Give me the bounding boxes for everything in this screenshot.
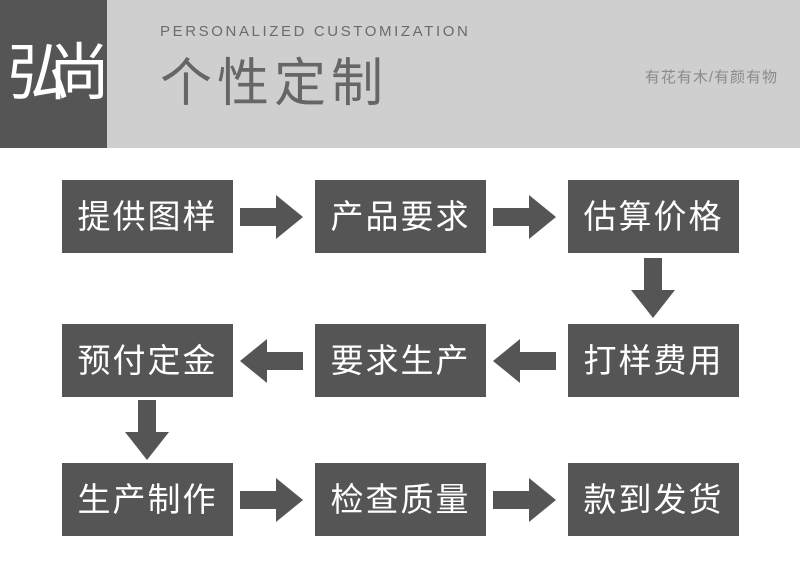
- flow-node-label: 款到发货: [583, 481, 724, 518]
- flow-node: 检查质量: [315, 463, 486, 536]
- flow-node-label: 估算价格: [583, 198, 724, 235]
- flow-node-label: 检查质量: [330, 481, 471, 518]
- arrow-head: [529, 478, 556, 522]
- flow-node-label: 生产制作: [77, 481, 218, 518]
- flow-node-label: 预付定金: [77, 342, 218, 379]
- arrow-shaft: [240, 208, 278, 226]
- process-flowchart: 提供图样 产品要求 估算价格 预付定金 要求生产: [0, 148, 800, 582]
- flow-node: 打样费用: [568, 324, 739, 397]
- arrow-head: [493, 339, 520, 383]
- flow-node: 款到发货: [568, 463, 739, 536]
- arrow-shaft: [265, 352, 303, 370]
- flow-node: 估算价格: [568, 180, 739, 253]
- flow-node: 提供图样: [62, 180, 233, 253]
- arrow-head: [240, 339, 267, 383]
- flow-node-label: 提供图样: [77, 198, 218, 235]
- flow-node-label: 产品要求: [330, 198, 471, 235]
- header-eyebrow-text: PERSONALIZED CUSTOMIZATION: [160, 23, 471, 40]
- arrow-right-icon: [240, 195, 303, 239]
- arrow-head: [631, 290, 675, 318]
- arrow-shaft: [493, 491, 531, 509]
- brand-logo-text: 弘尚: [7, 40, 107, 108]
- arrow-shaft: [138, 400, 156, 434]
- arrow-down-icon: [631, 258, 675, 318]
- header-tagline: 有花有木/有颜有物: [644, 69, 778, 86]
- arrow-right-icon: [493, 478, 556, 522]
- arrow-head: [125, 432, 169, 460]
- flow-node: 预付定金: [62, 324, 233, 397]
- arrow-shaft: [240, 491, 278, 509]
- flow-node: 生产制作: [62, 463, 233, 536]
- arrow-shaft: [493, 208, 531, 226]
- arrow-shaft: [644, 258, 662, 292]
- arrow-down-icon: [125, 400, 169, 460]
- arrow-left-icon: [493, 339, 556, 383]
- brand-logo-block: 弘尚: [0, 0, 107, 148]
- arrow-left-icon: [240, 339, 303, 383]
- page-title: 个性定制: [160, 55, 389, 113]
- flow-node-label: 打样费用: [583, 342, 724, 379]
- arrow-right-icon: [240, 478, 303, 522]
- arrow-head: [276, 478, 303, 522]
- arrow-right-icon: [493, 195, 556, 239]
- flow-node: 产品要求: [315, 180, 486, 253]
- flow-node-label: 要求生产: [330, 342, 471, 379]
- arrow-head: [529, 195, 556, 239]
- flow-node: 要求生产: [315, 324, 486, 397]
- page-header: 弘尚 PERSONALIZED CUSTOMIZATION 个性定制 有花有木/…: [0, 0, 800, 148]
- arrow-shaft: [518, 352, 556, 370]
- arrow-head: [276, 195, 303, 239]
